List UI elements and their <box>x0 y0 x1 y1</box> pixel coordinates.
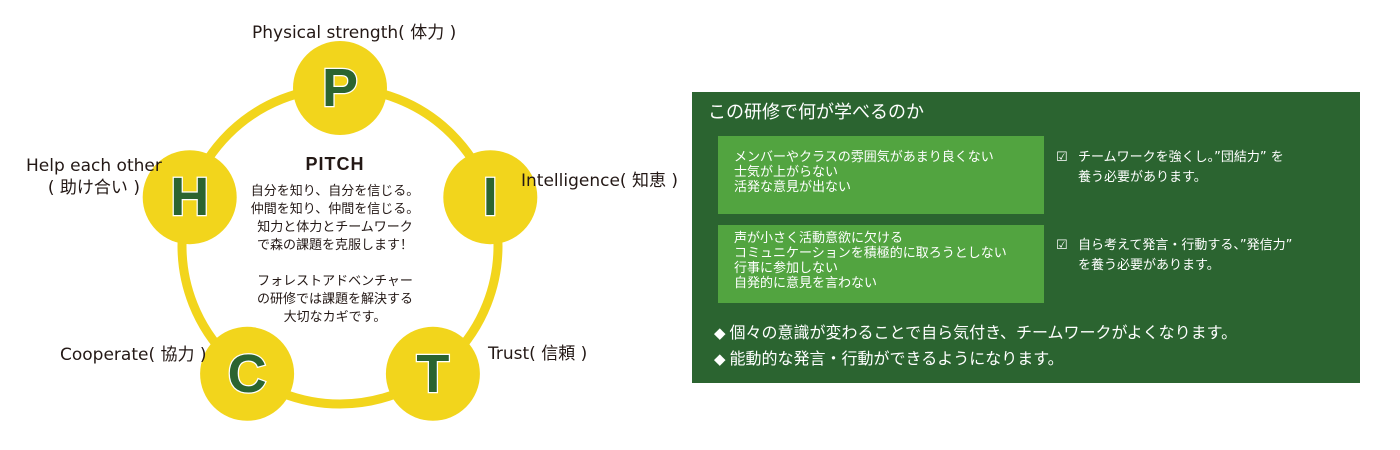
center-text-block-1: 自分を知り、自分を信じる。 仲間を知り、仲間を信じる。 知力と体力とチームワーク… <box>250 184 420 253</box>
checkbox-icon: ☑ <box>1056 238 1068 253</box>
result-bullet-2: ◆ 能動的な発言・行動ができるようになります。 <box>714 348 1064 370</box>
result-bullet-1: ◆ 個々の意識が変わることで自ら気付き、チームワークがよくなります。 <box>714 322 1237 344</box>
node-layer: P I T C H <box>142 41 538 421</box>
node-letter-h: H <box>170 167 209 227</box>
checkbox-icon: ☑ <box>1056 150 1068 165</box>
node-label-intelligence: Intelligence( 知恵 ) <box>521 171 678 191</box>
solution-text-1: チームワークを強くし。”団結力” を 養う必要があります。 <box>1078 150 1284 185</box>
problem-box-2: 声が小さく活動意欲に欠ける コミュニケーションを積極的に取ろうとしない 行事に参… <box>718 225 1044 303</box>
node-label-cooperate: Cooperate( 協力 ) <box>60 345 207 365</box>
diamond-icon: ◆ <box>714 350 726 368</box>
node-circle-t <box>385 326 480 421</box>
diagram-title: PITCH <box>305 154 365 174</box>
node-letter-t: T <box>416 344 449 404</box>
node-letter-p: P <box>322 58 358 118</box>
solution-text-2: 自ら考えて発言・行動する、”発信力” を養う必要があります。 <box>1078 238 1293 273</box>
center-text: PITCH 自分を知り、自分を信じる。 仲間を知り、仲間を信じる。 知力と体力と… <box>240 155 430 327</box>
result-text-2: 能動的な発言・行動ができるようになります。 <box>729 349 1064 368</box>
node-letter-i: I <box>483 167 498 227</box>
solution-item-2: ☑ 自ら考えて発言・行動する、”発信力” を養う必要があります。 <box>1056 236 1292 276</box>
pitch-diagram-graphic: P I T C H <box>142 41 538 421</box>
node-circle-p <box>293 41 387 135</box>
solution-item-1: ☑ チームワークを強くし。”団結力” を 養う必要があります。 <box>1056 148 1284 188</box>
node-letter-c: C <box>228 344 267 404</box>
node-label-physical-strength: Physical strength( 体力 ) <box>252 23 457 43</box>
node-circle-i <box>443 150 538 245</box>
node-circle-h <box>142 150 237 245</box>
diamond-icon: ◆ <box>714 324 726 342</box>
problem-box-1: メンバーやクラスの雰囲気があまり良くない 士気が上がらない 活発な意見が出ない <box>718 136 1044 214</box>
node-label-help-each-other: Help each other ( 助け合い ) <box>26 156 162 198</box>
node-circle-c <box>200 326 295 421</box>
result-text-1: 個々の意識が変わることで自ら気付き、チームワークがよくなります。 <box>729 323 1238 342</box>
learning-panel: この研修で何が学べるのか メンバーやクラスの雰囲気があまり良くない 士気が上がら… <box>692 92 1360 383</box>
pitch-diagram: P I T C H Physical strength( 体力 ) Intelligen… <box>26 23 678 421</box>
center-text-block-2: フォレストアドベンチャー の研修では課題を解決する 大切なカギです。 <box>256 274 413 325</box>
panel-title: この研修で何が学べるのか <box>708 102 924 123</box>
node-label-trust: Trust( 信頼 ) <box>488 344 588 364</box>
